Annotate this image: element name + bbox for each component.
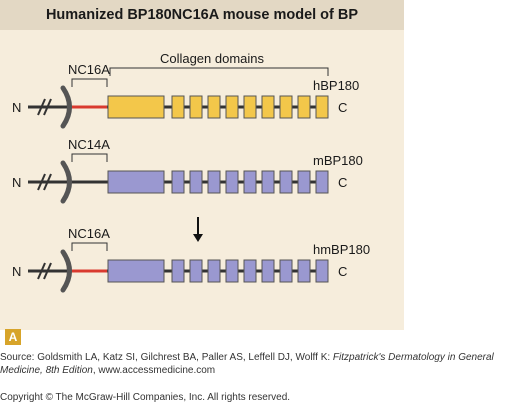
collagen-block (279, 259, 293, 283)
collagen-block (107, 95, 165, 119)
collagen-domains-label: Collagen domains (160, 51, 265, 66)
collagen-block (207, 170, 221, 194)
collagen-block (207, 259, 221, 283)
collagen-block (107, 170, 165, 194)
collagen-block (297, 95, 311, 119)
construct-name-label: hmBP180 (313, 242, 370, 257)
collagen-block (189, 259, 203, 283)
collagen-block (297, 259, 311, 283)
collagen-block (315, 170, 329, 194)
bp180-construct-diagram: NNC16AhBP180CNNC14AmBP180CNNC16AhmBP180C… (12, 51, 370, 293)
c-terminus-label: C (338, 100, 347, 115)
nc-domain-bracket (71, 78, 108, 87)
figure-panel: Humanized BP180NC16A mouse model of BP N… (0, 0, 404, 330)
source-citation: Source: Goldsmith LA, Katz SI, Gilchrest… (0, 352, 494, 376)
c-terminus-label: C (338, 175, 347, 190)
collagen-block (225, 259, 239, 283)
collagen-block (107, 259, 165, 283)
transmembrane-domain (60, 85, 72, 129)
construct-name-label: mBP180 (313, 153, 363, 168)
nc-domain-bracket (71, 242, 108, 251)
n-terminus-label: N (12, 175, 21, 190)
collagen-block (297, 170, 311, 194)
collagen-block (171, 95, 185, 119)
nc-domain-label: NC16A (68, 226, 110, 241)
break-mark (37, 98, 46, 116)
collagen-block (279, 95, 293, 119)
c-terminus-label: C (338, 264, 347, 279)
figure-title: Humanized BP180NC16A mouse model of BP (0, 0, 404, 30)
panel-label-badge: A (5, 329, 21, 345)
arrow-head (193, 234, 203, 242)
n-terminus-label: N (12, 264, 21, 279)
source-book-title: Fitzpatrick's Dermatology in General Med… (0, 352, 494, 376)
transmembrane-domain (60, 249, 72, 293)
n-terminus-label: N (12, 100, 21, 115)
collagen-block (189, 170, 203, 194)
collagen-block (261, 259, 275, 283)
nc-domain-bracket (71, 153, 108, 162)
collagen-block (243, 170, 257, 194)
source-prefix: Source: Goldsmith LA, Katz SI, Gilchrest… (0, 352, 331, 363)
break-mark (43, 262, 52, 280)
collagen-block (189, 95, 203, 119)
collagen-block (243, 95, 257, 119)
break-mark (37, 173, 46, 191)
nc-domain-label: NC14A (68, 137, 110, 152)
break-mark (43, 173, 52, 191)
nc-domain-label: NC16A (68, 62, 110, 77)
collagen-block (261, 95, 275, 119)
break-mark (43, 98, 52, 116)
collagen-block (315, 259, 329, 283)
collagen-block (207, 95, 221, 119)
collagen-domains-bracket (109, 67, 329, 76)
collagen-block (225, 170, 239, 194)
collagen-block (279, 170, 293, 194)
collagen-block (261, 170, 275, 194)
copyright-notice: Copyright © The McGraw-Hill Companies, I… (0, 392, 291, 403)
collagen-block (315, 95, 329, 119)
collagen-block (171, 170, 185, 194)
collagen-block (243, 259, 257, 283)
source-url: www.accessmedicine.com (98, 365, 216, 376)
break-mark (37, 262, 46, 280)
collagen-block (225, 95, 239, 119)
transmembrane-domain (60, 160, 72, 204)
collagen-block (171, 259, 185, 283)
down-arrow-icon (193, 217, 203, 242)
construct-name-label: hBP180 (313, 78, 359, 93)
